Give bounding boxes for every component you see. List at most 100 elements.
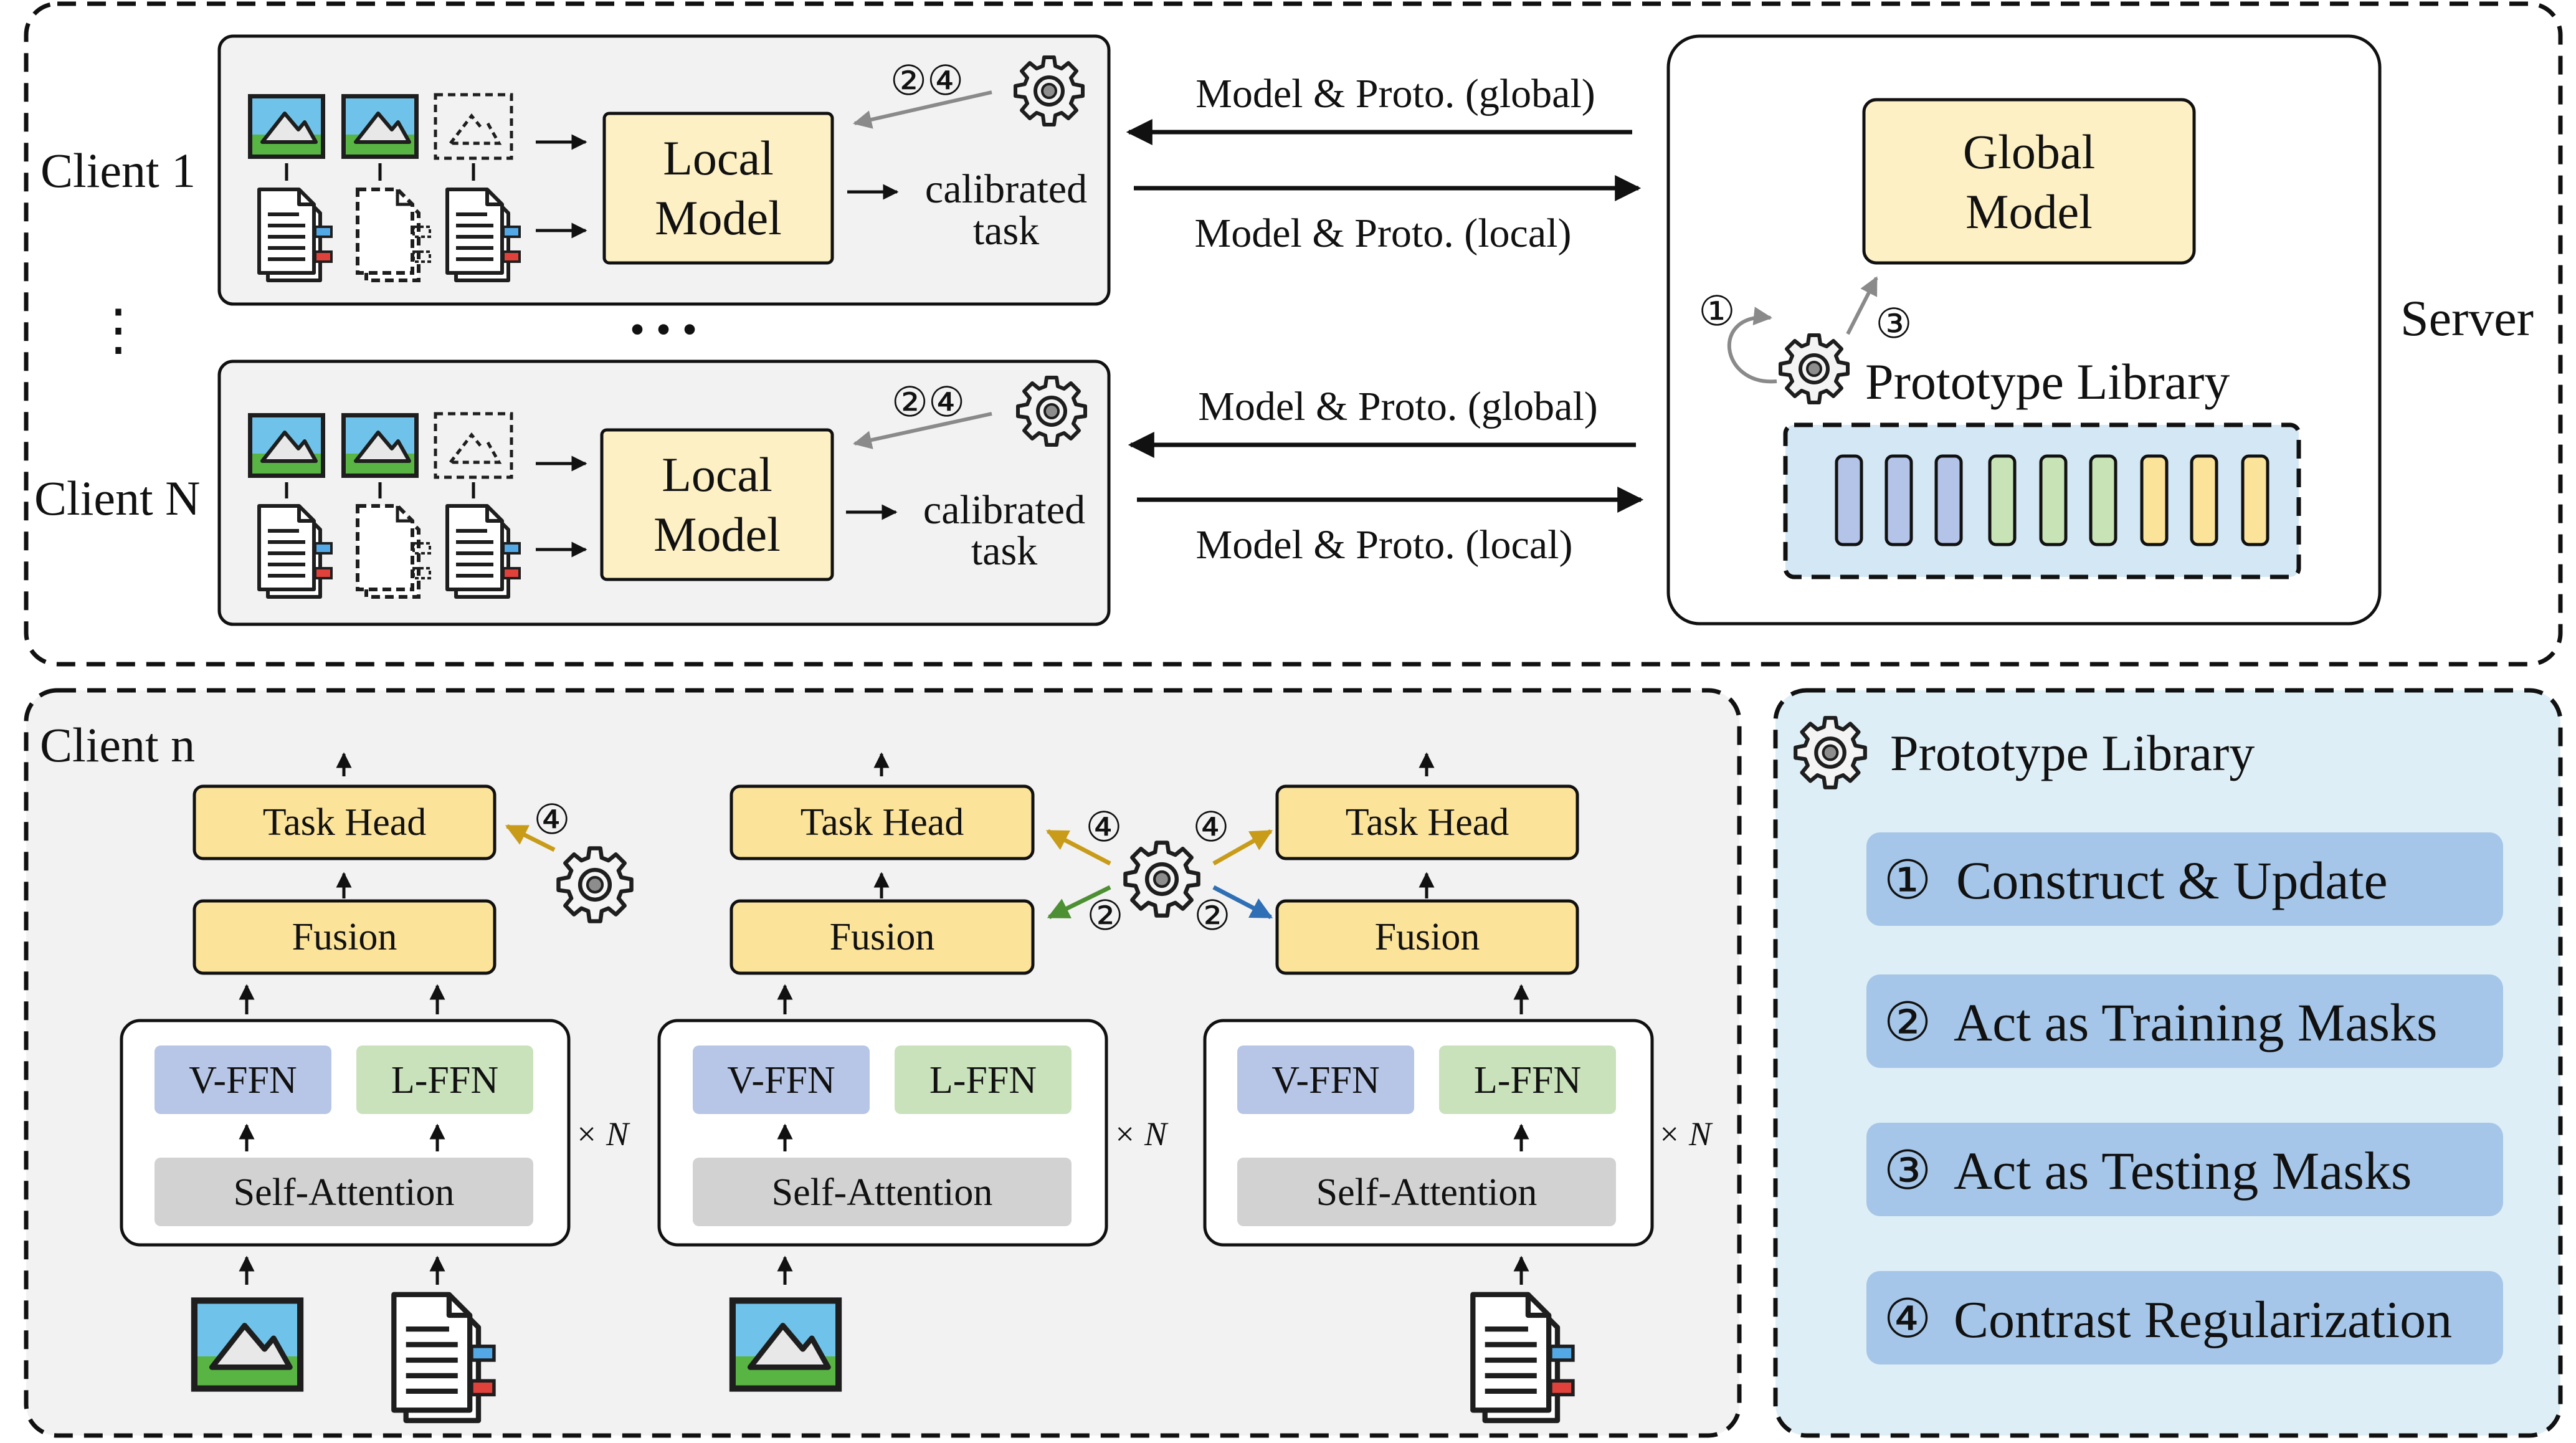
prototype-vector	[2241, 454, 2269, 546]
l-ffn-label: L-FFN	[1474, 1059, 1581, 1102]
server-label: Server	[2400, 290, 2534, 346]
legend-item	[1866, 1271, 2503, 1364]
step-4-label: ④	[1192, 805, 1229, 850]
client-n-panel: Local Model calibrated task ②④	[217, 360, 1111, 626]
local-model-label: Model	[654, 507, 781, 561]
v-ffn-label: V-FFN	[727, 1059, 835, 1102]
self-attention-label: Self-Attention	[1316, 1171, 1538, 1214]
l-ffn-label: L-FFN	[929, 1059, 1037, 1102]
global-model-label: Global	[1963, 125, 2095, 179]
v-ffn-label: V-FFN	[1271, 1059, 1379, 1102]
step-2-label: ②	[1086, 893, 1123, 939]
calibrated-task-label: task	[973, 208, 1039, 254]
task-head-label: Task Head	[263, 801, 427, 844]
legend-item-number: ①	[1883, 850, 1931, 910]
step-2-4-label: ②④	[891, 380, 965, 426]
global-message-label: Model & Proto. (global)	[1195, 71, 1595, 117]
l-ffn-label: L-FFN	[391, 1059, 498, 1102]
legend-item-text: Construct & Update	[1956, 850, 2388, 910]
v-ffn-block	[693, 1045, 870, 1114]
legend-title: Prototype Library	[1890, 725, 2255, 781]
local-message-label: Model & Proto. (local)	[1196, 522, 1573, 568]
image-icon	[248, 413, 325, 478]
prototype-vector	[1988, 454, 2017, 546]
legend-item	[1866, 832, 2503, 926]
client-model-full: Task Head Fusion V-FFN L-FFN Self-Attent…	[120, 752, 632, 1421]
shared-prototype-gear: ④ ④ ② ②	[1045, 805, 1273, 939]
v-ffn-block	[1237, 1045, 1414, 1114]
self-attention-block	[693, 1158, 1072, 1226]
image-icon	[730, 1297, 842, 1391]
calibrated-task-label: calibrated	[923, 487, 1085, 533]
prototype-vector	[2039, 454, 2068, 546]
fusion-block	[1275, 899, 1579, 975]
l-ffn-block	[356, 1045, 533, 1114]
calibrated-task-label: task	[971, 528, 1037, 574]
local-model-label: Local	[662, 447, 772, 502]
fusion-label: Fusion	[1375, 916, 1480, 958]
fusion-block	[192, 899, 497, 975]
repeat-n-label: × N	[1658, 1115, 1713, 1153]
repeat-n-label: × N	[575, 1115, 630, 1153]
self-attention-block	[1237, 1158, 1616, 1226]
fusion-label: Fusion	[292, 916, 397, 958]
local-message-label: Model & Proto. (local)	[1195, 211, 1572, 256]
task-head-label: Task Head	[1346, 801, 1509, 844]
step-3-label: ③	[1875, 302, 1912, 347]
image-icon	[341, 94, 419, 159]
step-4-label: ④	[533, 798, 570, 843]
v-ffn-label: V-FFN	[189, 1059, 297, 1102]
image-icon	[191, 1297, 303, 1391]
prototype-vectors	[1835, 454, 2269, 546]
task-head-block	[1275, 784, 1579, 860]
horizontal-dots: • • •	[630, 306, 698, 354]
global-model-label: Model	[1965, 184, 2093, 239]
prototype-library-legend: Prototype Library ① Construct & Update ②…	[1773, 688, 2563, 1438]
server-panel: Global Model ① ③ Prototype Library	[1666, 34, 2382, 626]
legend-item	[1866, 1123, 2503, 1216]
legend-item-text: Act as Testing Masks	[1954, 1141, 2412, 1201]
prototype-vector	[2089, 454, 2117, 546]
prototype-vector	[2190, 454, 2218, 546]
self-attention-block	[154, 1158, 533, 1226]
legend-item-text: Contrast Regularization	[1954, 1291, 2452, 1349]
prototype-vector	[1835, 454, 1863, 546]
client-1-panel: Local Model calibrated task ②④	[217, 34, 1111, 306]
step-1-label: ①	[1698, 289, 1735, 335]
global-message-label: Model & Proto. (global)	[1198, 384, 1598, 429]
fusion-block	[730, 899, 1035, 975]
legend-item	[1866, 974, 2503, 1068]
step-4-label: ④	[1085, 805, 1122, 850]
self-attention-label: Self-Attention	[234, 1171, 455, 1214]
local-model-box	[602, 112, 834, 265]
legend-item-text: Act as Training Masks	[1954, 993, 2437, 1052]
step-2-label: ②	[1194, 893, 1230, 939]
gear-icon	[1780, 335, 1848, 402]
vertical-dots: ⋮	[90, 300, 146, 361]
l-ffn-block	[895, 1045, 1072, 1114]
client-n-detail-label: Client n	[40, 718, 195, 772]
local-model-box	[600, 428, 834, 581]
gear-icon	[559, 849, 632, 922]
calibrated-task-label: calibrated	[925, 166, 1087, 212]
gear-icon	[1015, 57, 1083, 125]
local-model-label: Model	[655, 191, 782, 245]
client-1-label: Client 1	[40, 143, 196, 198]
legend-item-number: ③	[1883, 1141, 1931, 1201]
client-model-text-only: Task Head Fusion V-FFN L-FFN Self-Attent…	[1203, 752, 1713, 1421]
step-2-4-label: ②④	[890, 59, 964, 104]
task-head-block	[730, 784, 1035, 860]
local-model-label: Local	[663, 131, 774, 185]
self-attention-label: Self-Attention	[772, 1171, 993, 1214]
client-n-label: Client N	[34, 471, 201, 525]
gear-icon	[1795, 718, 1865, 788]
client-model-image-only: Task Head Fusion V-FFN L-FFN Self-Attent…	[657, 752, 1169, 1392]
gear-icon	[1018, 378, 1085, 445]
legend-item-number: ④	[1883, 1289, 1931, 1349]
gear-icon	[1126, 843, 1199, 916]
image-icon	[341, 413, 419, 478]
task-head-label: Task Head	[801, 801, 964, 844]
v-ffn-block	[154, 1045, 331, 1114]
task-head-block	[192, 784, 497, 860]
